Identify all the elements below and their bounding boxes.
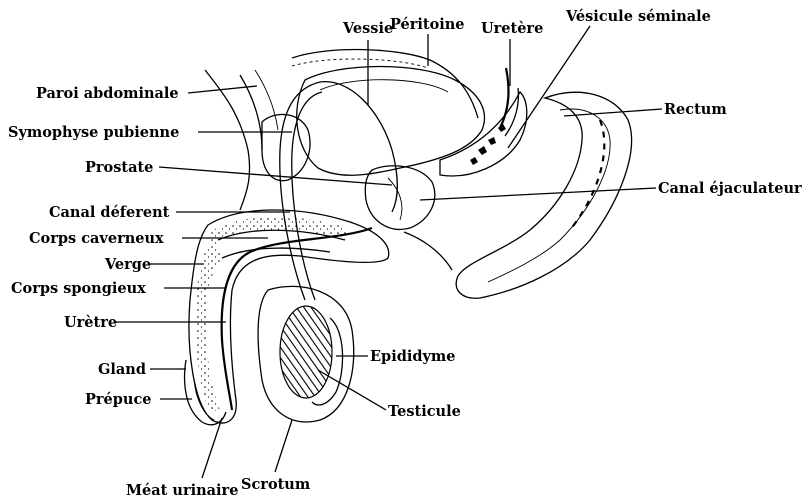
label-peritoine: Péritoine — [390, 16, 465, 33]
peritoneum-shape — [292, 50, 478, 118]
seminal-vesicle-shape — [440, 92, 527, 176]
leader-meat-urinaire — [202, 418, 222, 478]
abdominal-wall-shape — [205, 70, 278, 210]
testicle-shape — [280, 306, 332, 398]
bladder-shape — [297, 67, 485, 176]
label-meat-urinaire: Méat urinaire — [126, 482, 238, 499]
label-rectum: Rectum — [664, 101, 727, 118]
anatomy-drawing — [185, 50, 632, 425]
leader-vesicule-seminale — [508, 26, 590, 148]
label-uretere: Uretère — [481, 20, 543, 37]
label-prostate: Prostate — [85, 159, 153, 176]
label-verge: Verge — [104, 256, 151, 273]
label-scrotum: Scrotum — [241, 476, 311, 493]
label-canal-deferent: Canal déferent — [49, 204, 170, 221]
rectum-shape — [456, 92, 631, 298]
vas-deferens-shape — [280, 82, 397, 300]
label-symphyse-pubienne: Symophyse pubienne — [8, 124, 179, 141]
label-corps-caverneux: Corps caverneux — [29, 230, 164, 247]
leader-canal-ejaculateur — [420, 188, 656, 200]
label-vesicule-seminale: Vésicule séminale — [565, 8, 711, 25]
vas-deferens-shape-2 — [292, 92, 322, 300]
label-canal-ejaculateur: Canal éjaculateur — [658, 180, 802, 197]
leader-rectum — [564, 109, 662, 116]
label-uretre: Urètre — [64, 314, 117, 331]
label-testicule: Testicule — [388, 403, 461, 420]
label-gland: Gland — [98, 361, 146, 378]
bladder-inner — [320, 80, 448, 92]
label-prepuce: Prépuce — [85, 391, 152, 408]
leader-paroi-abdominale — [188, 86, 257, 93]
label-corps-spongieux: Corps spongieux — [11, 280, 146, 297]
leader-prostate — [159, 167, 392, 185]
leader-scrotum — [275, 420, 292, 472]
ejaculatory-canal-shape — [404, 232, 452, 270]
label-paroi-abdominale: Paroi abdominale — [36, 85, 179, 102]
label-epididyme: Epididyme — [370, 348, 455, 365]
label-vessie: Vessie — [342, 20, 393, 37]
